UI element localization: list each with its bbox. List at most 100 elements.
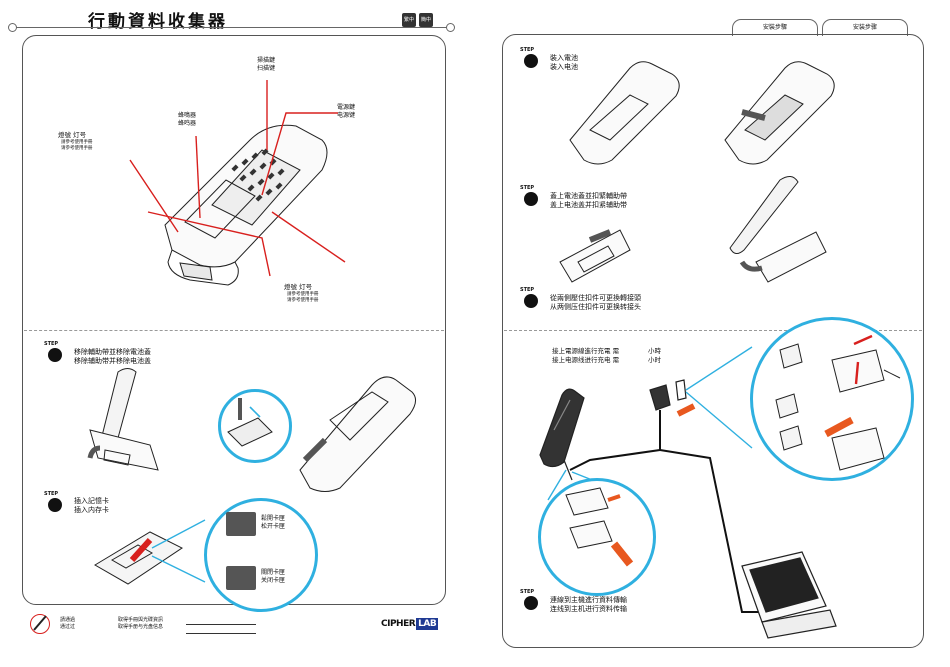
card-open-tc: 鬆開卡匣 bbox=[261, 515, 286, 522]
right-main-panel bbox=[502, 34, 924, 648]
tab-install-steps-sc[interactable]: 安装步骤 bbox=[822, 19, 908, 36]
footer-line-1 bbox=[186, 624, 256, 625]
charge-text: 接上電源線進行充電 需接上电源线进行充电 需 bbox=[552, 347, 619, 365]
footer-line-2 bbox=[186, 633, 256, 634]
left-step1-line2: 移除辅助带并移除电池盖 bbox=[74, 357, 151, 366]
arrow-orange-plug bbox=[676, 403, 696, 417]
right-step2-line2: 盖上电池盖并扣紧辅助带 bbox=[550, 201, 627, 210]
right-step3-text: 從兩側壓住扣件可更換轉接頭从两侧压住扣件可更换转接头 bbox=[550, 294, 641, 313]
card-open-icon bbox=[226, 512, 256, 536]
label-led-top: 燈號 灯号 請參考使用手冊 请参考使用手册 bbox=[58, 131, 93, 152]
step-badge-right-2: STEP bbox=[520, 185, 538, 206]
zoom-circle-charger bbox=[750, 317, 914, 481]
arrow-gray-battery bbox=[741, 109, 766, 121]
connector-zoom-illustration bbox=[565, 487, 634, 567]
card-close-icon bbox=[226, 566, 256, 590]
step-badge-text-r4: STEP bbox=[520, 589, 535, 595]
footer-note-1: 請通過 bbox=[60, 617, 76, 623]
zoom-circle-card bbox=[204, 498, 318, 612]
charger-zoom-illustration bbox=[775, 334, 901, 471]
step-badge-right-1: STEP bbox=[520, 47, 538, 68]
charge-line2: 接上电源线进行充电 需 bbox=[552, 355, 620, 364]
step-badge-left-2: STEP bbox=[44, 491, 62, 512]
card-close-text: 關閉卡匣关闭卡匣 bbox=[261, 569, 285, 585]
step-badge-right-3: STEP bbox=[520, 287, 538, 308]
keypad-keys bbox=[231, 148, 285, 202]
charge-unit-tc: 小時 bbox=[648, 347, 661, 355]
right-step2-text: 蓋上電池蓋並扣緊輔助帶盖上电池盖并扣紧辅助带 bbox=[550, 192, 627, 211]
title-rule bbox=[12, 27, 452, 28]
title-rule-dot-right bbox=[446, 23, 455, 32]
battery-insert-illustration bbox=[569, 61, 835, 165]
step-badge-text-r2: STEP bbox=[520, 185, 535, 191]
arrow-orange-adapter bbox=[824, 416, 854, 438]
card-open-sc: 松开卡匣 bbox=[261, 523, 286, 531]
led-top-line1: 請參考使用手冊 bbox=[61, 139, 93, 145]
charge-line1: 接上電源線進行充電 需 bbox=[552, 347, 620, 355]
right-step3-line2: 从两侧压住扣件可更换转接头 bbox=[550, 303, 641, 312]
right-step1-line2: 装入电池 bbox=[550, 63, 578, 72]
step-badge-text-r1: STEP bbox=[520, 47, 535, 53]
memory-card-illustration bbox=[94, 519, 206, 585]
arrow-orange-connector-2 bbox=[610, 541, 634, 567]
tab-install-steps-tc[interactable]: 安裝步驟 bbox=[732, 19, 818, 36]
label-buzzer: 蜂鳴器蜂鸣器 bbox=[178, 112, 196, 128]
card-open-text: 鬆開卡匣松开卡匣 bbox=[261, 515, 285, 531]
device-illustration bbox=[129, 80, 346, 286]
label-scan-key-sc: 扫描键 bbox=[257, 65, 276, 73]
arrow-red-adapter-2 bbox=[854, 361, 860, 385]
arrow-orange-connector-1 bbox=[607, 494, 621, 502]
led-top-line2: 请参考使用手册 bbox=[61, 145, 93, 151]
right-step4-line2: 连线到主机进行资料传输 bbox=[550, 605, 627, 614]
logo-text: CIPHER bbox=[381, 619, 416, 629]
left-step2-text: 插入記憶卡插入内存卡 bbox=[74, 497, 109, 516]
step-badge-text: STEP bbox=[44, 341, 59, 347]
right-page: 安裝步驟 安装步骤 STEP 裝入電池装入电池 STEP 蓋上電池蓋並扣緊輔助帶… bbox=[480, 0, 950, 667]
battery-cover-illustration bbox=[87, 368, 416, 492]
arrow-gray-left bbox=[87, 445, 101, 459]
footer-info-2: 取得手册与光盘信息 bbox=[118, 623, 164, 630]
pencil-icon-glyph bbox=[33, 615, 47, 631]
footer-note: 請通過通过过 bbox=[60, 617, 75, 631]
right-step4-text: 連線到主機進行資料傳輸连线到主机进行资料传输 bbox=[550, 596, 627, 615]
label-power-key-sc: 电源键 bbox=[337, 112, 356, 120]
callout-lines bbox=[129, 80, 346, 277]
lang-badge-simplified[interactable]: 簡中 bbox=[419, 13, 433, 27]
step-badge-left-1: STEP bbox=[44, 341, 62, 362]
led-top-title: 燈號 灯号 bbox=[58, 131, 87, 139]
label-scan-key: 掃描鍵扫描键 bbox=[257, 57, 275, 73]
led-bottom-title: 燈號 灯号 bbox=[284, 283, 313, 291]
label-power-key: 電源鍵电源键 bbox=[337, 104, 355, 120]
footer-info-1: 取得手冊與光碟資訊 bbox=[118, 617, 164, 623]
latch-zoom-illustration bbox=[227, 398, 273, 447]
connection-illustration bbox=[539, 346, 837, 639]
arrow-gray-cover bbox=[302, 437, 328, 463]
step-badge-text-r3: STEP bbox=[520, 287, 535, 293]
arrow-red-card bbox=[129, 537, 153, 563]
right-step1-text: 裝入電池装入电池 bbox=[550, 54, 578, 73]
pencil-icon bbox=[30, 614, 50, 634]
charge-unit-sc: 小时 bbox=[648, 355, 661, 364]
title-rule-dot-left bbox=[8, 23, 17, 32]
label-buzzer-tc: 蜂鳴器 bbox=[178, 112, 197, 119]
right-step4-line1: 連線到主機進行資料傳輸 bbox=[550, 596, 627, 604]
right-section-divider bbox=[504, 330, 922, 331]
logo-box: LAB bbox=[416, 618, 439, 630]
left-step2-line1: 插入記憶卡 bbox=[74, 497, 109, 505]
right-step2-line1: 蓋上電池蓋並扣緊輔助帶 bbox=[550, 192, 627, 200]
lang-badge-traditional[interactable]: 繁中 bbox=[402, 13, 416, 27]
led-bottom-line2: 请参考使用手册 bbox=[287, 297, 319, 303]
step-badge-right-4: STEP bbox=[520, 589, 538, 610]
left-step1-text: 移除輔助帶並移除電池蓋移除辅助带并移除电池盖 bbox=[74, 348, 151, 367]
footer-note-2: 通过过 bbox=[60, 623, 76, 630]
led-bottom-line1: 請參考使用手冊 bbox=[287, 291, 319, 297]
charge-unit: 小時小时 bbox=[648, 347, 661, 365]
card-close-tc: 關閉卡匣 bbox=[261, 569, 286, 576]
label-led-bottom: 燈號 灯号 請參考使用手冊 请参考使用手册 bbox=[284, 283, 319, 304]
footer-info: 取得手冊與光碟資訊取得手册与光盘信息 bbox=[118, 617, 163, 631]
left-section-divider bbox=[24, 330, 444, 331]
left-page: 行動資料收集器 繁中 簡中 掃描鍵扫描键 蜂鳴器蜂鸣器 電源鍵电源键 燈號 灯号… bbox=[0, 0, 470, 667]
right-step3-line1: 從兩側壓住扣件可更換轉接頭 bbox=[550, 294, 641, 302]
label-buzzer-sc: 蜂鸣器 bbox=[178, 120, 197, 128]
